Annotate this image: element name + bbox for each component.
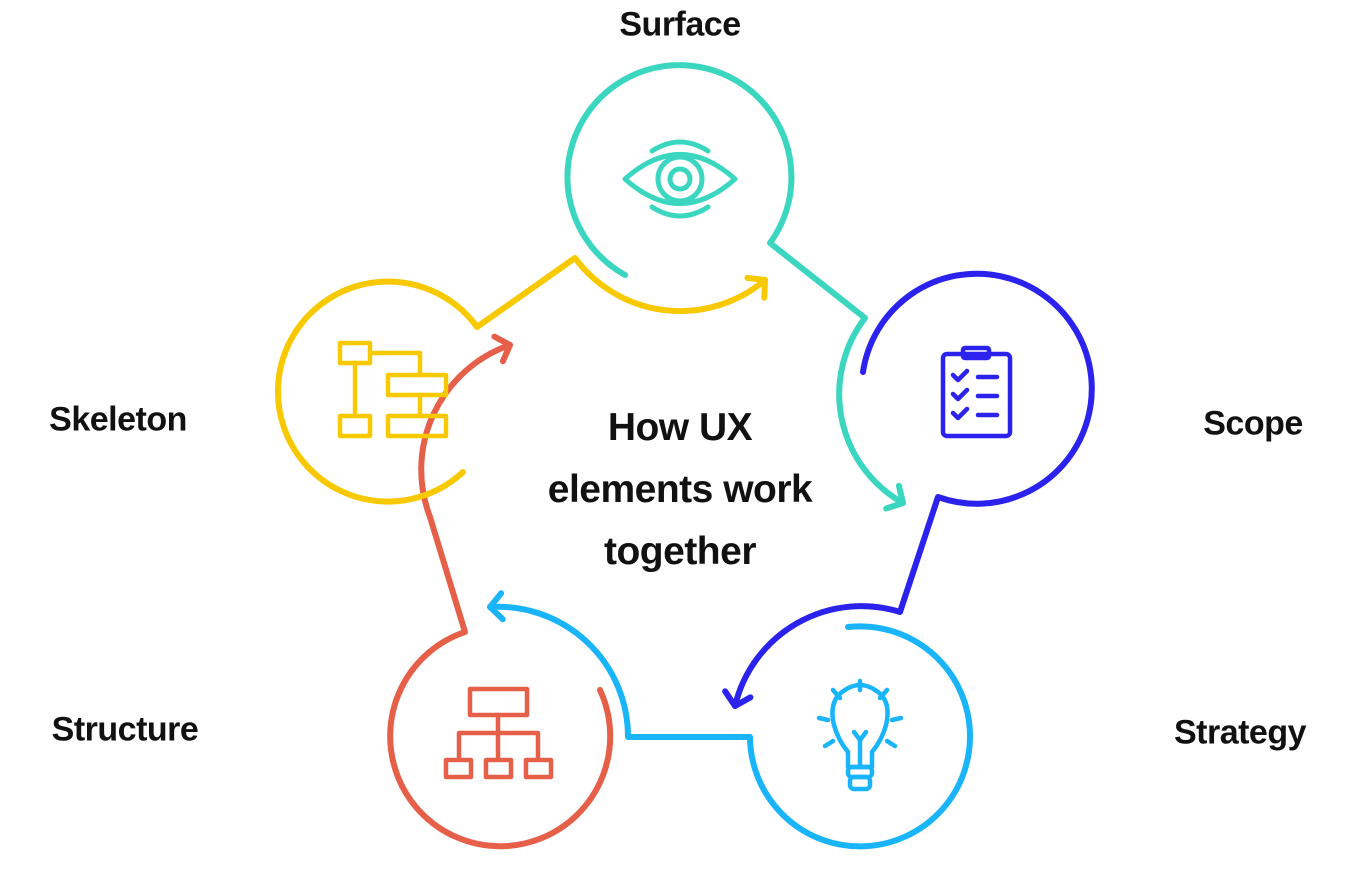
strategy-ring-arrow (487, 590, 973, 850)
diagram-title: How UX elements work together (547, 397, 813, 583)
title-line: elements work (547, 468, 813, 511)
stage-label-structure: Structure (51, 710, 199, 749)
clipboard-checklist-icon (940, 345, 1013, 439)
stage-label-strategy: Strategy (1173, 713, 1307, 752)
hierarchy-icon (443, 686, 554, 780)
stage-label-surface: Surface (619, 5, 741, 44)
eye-icon (622, 139, 738, 219)
lightbulb-icon (816, 678, 904, 792)
surface-ring-arrow (564, 62, 906, 512)
wireframe-icon (337, 340, 449, 439)
stage-label-skeleton: Skeleton (49, 400, 187, 439)
skeleton-ring-arrow (274, 255, 768, 505)
scope-ring-arrow (722, 270, 1095, 709)
stage-label-scope: Scope (1203, 404, 1303, 443)
title-line: How UX (607, 406, 753, 449)
title-line: together (603, 530, 757, 573)
